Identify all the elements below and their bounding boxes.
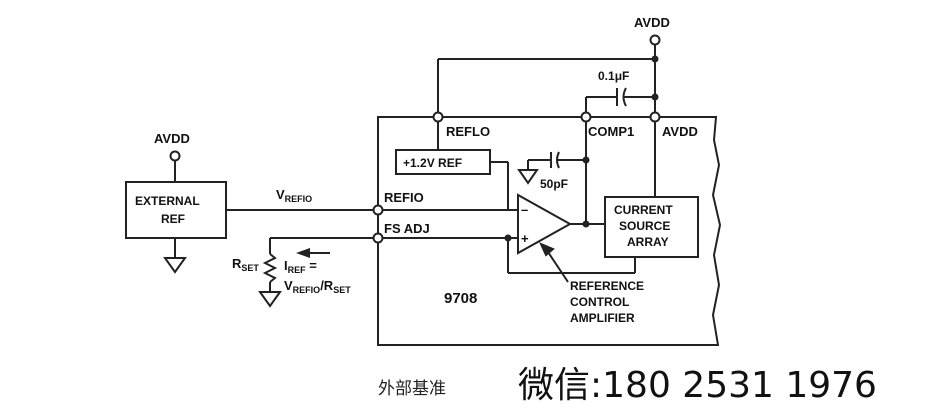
- watermark-contact: 微信:180 2531 1976: [518, 365, 877, 406]
- label-external: EXTERNAL: [135, 194, 200, 208]
- label-iref: IREF =: [284, 258, 317, 275]
- current-source-array-block: [604, 196, 699, 258]
- label-comp1: COMP1: [588, 124, 634, 139]
- rset-resistor: [262, 253, 278, 283]
- avdd-left-terminal: [169, 150, 181, 162]
- label-avdd-top: AVDD: [634, 15, 670, 30]
- ground-50pf: [517, 169, 539, 185]
- label-cap-01: 0.1μF: [598, 69, 629, 83]
- external-ref-block: [125, 181, 227, 239]
- pin-comp1: [580, 111, 592, 123]
- iref-arrow: [296, 248, 310, 258]
- label-opamp-minus: –: [521, 202, 528, 217]
- label-reference: REFERENCE: [570, 279, 644, 293]
- pin-avdd: [649, 111, 661, 123]
- reference-control-amplifier: [517, 193, 573, 255]
- label-ref-12v: +1.2V REF: [403, 156, 462, 170]
- caption-external-ref: 外部基准: [378, 379, 446, 398]
- ground-rset: [258, 291, 282, 308]
- ground-external-ref: [163, 257, 187, 274]
- label-chip-9708: 9708: [444, 290, 477, 307]
- label-vrefio-rset: VREFIO/RSET: [284, 278, 351, 295]
- label-avdd-pin: AVDD: [662, 124, 698, 139]
- label-cap-50: 50pF: [540, 177, 568, 191]
- label-avdd-left: AVDD: [154, 131, 190, 146]
- cap-01-plate-b: [622, 87, 627, 107]
- label-control: CONTROL: [570, 295, 629, 309]
- label-current: CURRENT: [614, 203, 673, 217]
- label-refio: REFIO: [384, 190, 424, 205]
- pin-refio: [372, 204, 384, 216]
- cap-50-plate-b: [556, 151, 560, 169]
- label-reflo: REFLO: [446, 124, 490, 139]
- label-array: ARRAY: [627, 235, 669, 249]
- label-opamp-plus: +: [521, 231, 529, 246]
- avdd-top-terminal: [649, 34, 661, 46]
- pin-fsadj: [372, 232, 384, 244]
- label-v-refio: VREFIO: [276, 187, 312, 204]
- chip-outline: [377, 116, 722, 346]
- label-fsadj: FS ADJ: [384, 221, 430, 236]
- label-source: SOURCE: [619, 219, 670, 233]
- label-ref: REF: [161, 212, 185, 226]
- label-amplifier: AMPLIFIER: [570, 311, 635, 325]
- pin-reflo: [432, 111, 444, 123]
- label-rset: RSET: [232, 256, 259, 273]
